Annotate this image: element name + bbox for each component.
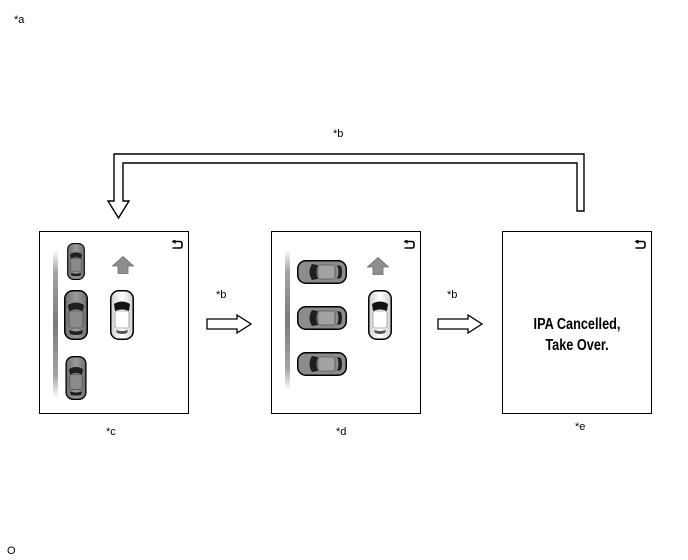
curb-line bbox=[53, 250, 58, 398]
screen-panel-d bbox=[271, 231, 421, 414]
panel-label-c: *c bbox=[106, 426, 116, 438]
parked-car-icon bbox=[64, 290, 88, 340]
parked-car-icon bbox=[296, 260, 348, 284]
footer-mark: O bbox=[7, 545, 16, 557]
figure-label-a: *a bbox=[14, 14, 25, 26]
message-line-1: IPA Cancelled, bbox=[533, 316, 621, 333]
return-icon bbox=[171, 240, 183, 250]
loop-label: *b bbox=[333, 128, 344, 140]
message-line-2: Take Over. bbox=[545, 337, 609, 354]
arrow-label: *b bbox=[216, 289, 227, 301]
parked-car-icon bbox=[64, 356, 88, 400]
return-icon bbox=[634, 240, 646, 250]
own-car-icon bbox=[110, 290, 134, 340]
screen-panel-e: IPA Cancelled, Take Over. bbox=[502, 231, 652, 414]
ipa-cancelled-message: IPA Cancelled, Take Over. bbox=[516, 314, 637, 356]
return-icon bbox=[403, 240, 415, 250]
parked-car-icon bbox=[65, 243, 87, 280]
own-car-icon bbox=[368, 290, 392, 340]
arrow-label: *b bbox=[447, 289, 458, 301]
parked-car-icon bbox=[296, 306, 348, 330]
right-arrow-icon bbox=[206, 314, 252, 334]
panel-label-d: *d bbox=[336, 426, 347, 438]
loop-back-arrow bbox=[106, 153, 585, 220]
up-arrow-icon bbox=[112, 256, 134, 274]
parked-car-icon bbox=[296, 352, 348, 376]
panel-label-e: *e bbox=[575, 421, 586, 433]
screen-panel-c bbox=[39, 231, 189, 414]
up-arrow-icon bbox=[367, 257, 389, 275]
right-arrow-icon bbox=[437, 314, 483, 334]
curb-line bbox=[285, 250, 290, 390]
